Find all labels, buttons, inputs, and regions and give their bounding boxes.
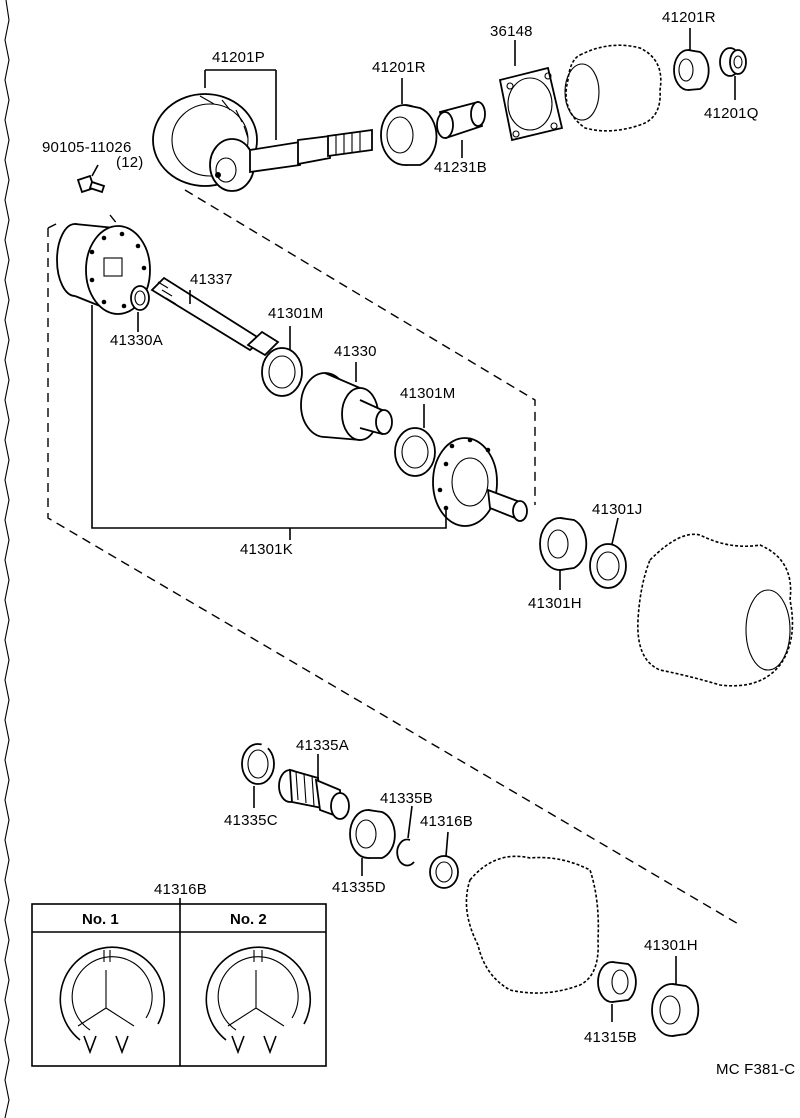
label-41301M-a: 41301M — [268, 305, 323, 322]
thrust-washer-41301M-b[interactable] — [394, 427, 436, 477]
ring-gear-pinion-41201P[interactable] — [152, 93, 373, 192]
spacer-41231B[interactable] — [436, 100, 486, 140]
page-torn-edge — [4, 0, 10, 1118]
housing-outline-mid — [637, 533, 794, 687]
snap-ring-41335B[interactable] — [396, 838, 415, 867]
inset-title: 41316B — [154, 881, 207, 898]
oil-seal-41315B[interactable] — [597, 961, 637, 1003]
shaft-41337[interactable] — [150, 276, 280, 357]
label-41301M-b: 41301M — [400, 385, 455, 402]
label-41201Q: 41201Q — [704, 105, 759, 122]
label-41201P: 41201P — [212, 49, 265, 66]
bolt-90105-11026[interactable] — [76, 174, 106, 194]
diff-case-rear[interactable] — [432, 437, 528, 527]
viscous-coupling-41330[interactable] — [300, 372, 393, 441]
ring-variant-no2 — [205, 946, 312, 1041]
label-41337: 41337 — [190, 271, 233, 288]
label-41316B: 41316B — [420, 813, 473, 830]
label-41335A: 41335A — [296, 737, 349, 754]
washer-41301J[interactable] — [589, 543, 627, 589]
shaft-41335A[interactable] — [278, 768, 350, 820]
label-41335C: 41335C — [224, 812, 278, 829]
plate-36148[interactable] — [498, 66, 564, 142]
inset-col-no2: No. 2 — [230, 911, 267, 928]
label-90105-qty: (12) — [116, 154, 143, 171]
diagram-code: MC F381-C — [716, 1061, 795, 1078]
label-41330A: 41330A — [110, 332, 163, 349]
label-41301J: 41301J — [592, 501, 642, 518]
bearing-41201R[interactable] — [380, 104, 438, 166]
inset-41316B: 41316B No. 1 No. 2 — [31, 881, 327, 1067]
bearing-41301H-a[interactable] — [539, 517, 588, 571]
inset-col-no1: No. 1 — [82, 911, 119, 928]
label-41301H-a: 41301H — [528, 595, 582, 612]
ring-41316B[interactable] — [429, 855, 459, 889]
label-41201R-b: 41201R — [662, 9, 716, 26]
assembly-dashed-outline — [47, 189, 741, 926]
housing-outline-top — [565, 44, 662, 132]
bearing-41301H-b[interactable] — [651, 983, 700, 1037]
label-41335B: 41335B — [380, 790, 433, 807]
label-41231B: 41231B — [434, 159, 487, 176]
label-36148: 36148 — [490, 23, 533, 40]
label-90105: 90105-11026 — [42, 139, 132, 156]
label-41301H-b: 41301H — [644, 937, 698, 954]
ring-variant-no1 — [59, 946, 166, 1041]
label-41301K: 41301K — [240, 541, 293, 558]
housing-outline-bottom — [465, 855, 600, 994]
label-41335D: 41335D — [332, 879, 386, 896]
label-41330: 41330 — [334, 343, 377, 360]
nut-41201Q[interactable] — [719, 47, 747, 77]
thrust-washer-41301M-a[interactable] — [261, 347, 303, 397]
bearing-41201R-b[interactable] — [673, 49, 710, 91]
label-41315B: 41315B — [584, 1029, 637, 1046]
bearing-41335D[interactable] — [349, 809, 396, 859]
label-41201R-a: 41201R — [372, 59, 426, 76]
snap-ring-41335C[interactable] — [241, 742, 275, 785]
snap-ring-41330A[interactable] — [130, 285, 150, 311]
